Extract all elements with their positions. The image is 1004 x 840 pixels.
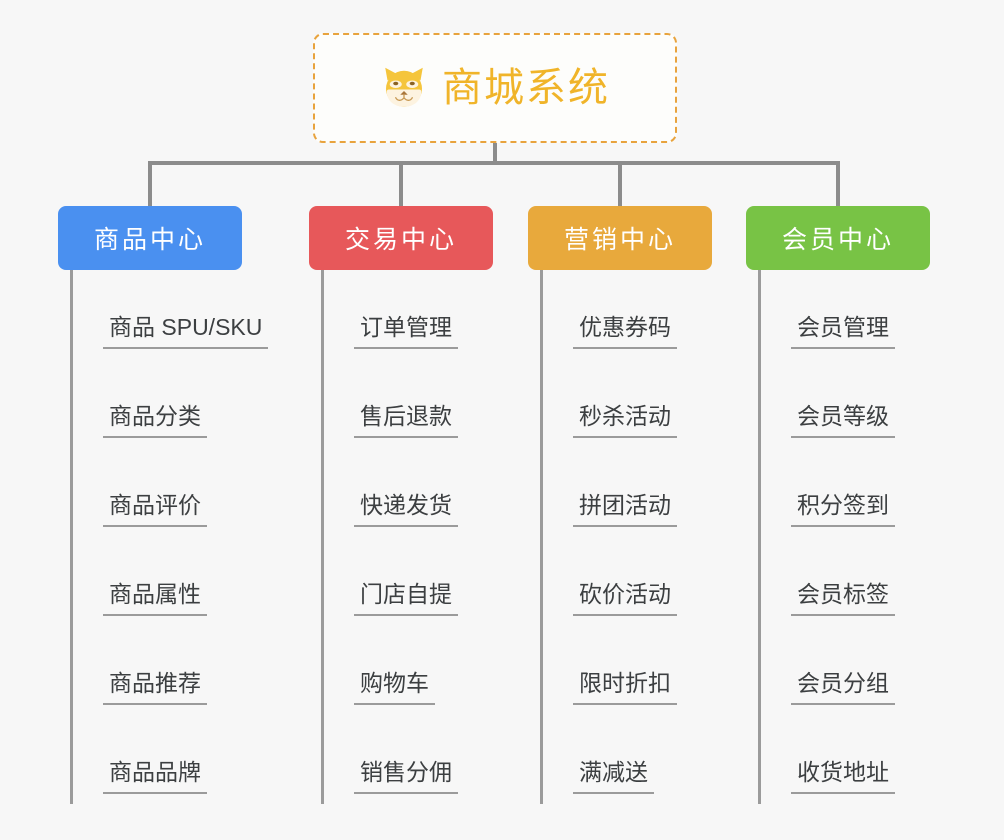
leaf-label: 销售分佣 xyxy=(354,759,458,794)
leaf-label: 秒杀活动 xyxy=(573,403,677,438)
list-item[interactable]: 商品品牌 xyxy=(73,715,242,804)
leaf-label: 商品推荐 xyxy=(103,670,207,705)
list-item[interactable]: 会员标签 xyxy=(761,537,930,626)
list-item[interactable]: 积分签到 xyxy=(761,448,930,537)
list-item[interactable]: 秒杀活动 xyxy=(543,359,712,448)
category-header-marketing[interactable]: 营销中心 xyxy=(528,206,712,270)
leaf-label: 拼团活动 xyxy=(573,492,677,527)
category-column-trade: 交易中心 订单管理 售后退款 快递发货 门店自提 购物车 销售分佣 xyxy=(309,206,493,804)
leaf-label: 收货地址 xyxy=(791,759,895,794)
list-item[interactable]: 满减送 xyxy=(543,715,712,804)
connector-drop-2 xyxy=(399,161,403,206)
leaf-label: 商品分类 xyxy=(103,403,207,438)
leaf-label: 会员标签 xyxy=(791,581,895,616)
list-item[interactable]: 订单管理 xyxy=(324,270,493,359)
category-header-trade[interactable]: 交易中心 xyxy=(309,206,493,270)
leaf-label: 会员等级 xyxy=(791,403,895,438)
list-item[interactable]: 优惠券码 xyxy=(543,270,712,359)
list-item[interactable]: 销售分佣 xyxy=(324,715,493,804)
list-item[interactable]: 商品评价 xyxy=(73,448,242,537)
leaf-label: 满减送 xyxy=(573,759,654,794)
category-title: 会员中心 xyxy=(781,226,894,254)
category-title: 营销中心 xyxy=(563,226,676,254)
leaf-list-marketing: 优惠券码 秒杀活动 拼团活动 砍价活动 限时折扣 满减送 xyxy=(540,270,712,804)
list-item[interactable]: 砍价活动 xyxy=(543,537,712,626)
leaf-label: 优惠券码 xyxy=(573,314,677,349)
category-header-member[interactable]: 会员中心 xyxy=(746,206,930,270)
list-item[interactable]: 商品分类 xyxy=(73,359,242,448)
category-column-marketing: 营销中心 优惠券码 秒杀活动 拼团活动 砍价活动 限时折扣 满减送 xyxy=(528,206,712,804)
connector-drop-3 xyxy=(618,161,622,206)
list-item[interactable]: 商品推荐 xyxy=(73,626,242,715)
list-item[interactable]: 限时折扣 xyxy=(543,626,712,715)
leaf-list-member: 会员管理 会员等级 积分签到 会员标签 会员分组 收货地址 xyxy=(758,270,930,804)
leaf-label: 快递发货 xyxy=(354,492,458,527)
leaf-list-trade: 订单管理 售后退款 快递发货 门店自提 购物车 销售分佣 xyxy=(321,270,493,804)
leaf-label: 门店自提 xyxy=(354,581,458,616)
connector-horizontal-bus xyxy=(148,161,840,165)
root-title: 商城系统 xyxy=(442,66,610,110)
list-item[interactable]: 售后退款 xyxy=(324,359,493,448)
list-item[interactable]: 商品 SPU/SKU xyxy=(73,270,269,359)
category-title: 交易中心 xyxy=(344,226,457,254)
list-item[interactable]: 收货地址 xyxy=(761,715,930,804)
category-title: 商品中心 xyxy=(93,226,206,254)
list-item[interactable]: 会员分组 xyxy=(761,626,930,715)
list-item[interactable]: 商品属性 xyxy=(73,537,242,626)
leaf-label: 商品品牌 xyxy=(103,759,207,794)
list-item[interactable]: 会员等级 xyxy=(761,359,930,448)
category-header-product[interactable]: 商品中心 xyxy=(58,206,242,270)
leaf-label: 会员管理 xyxy=(791,314,895,349)
connector-root-stem xyxy=(493,143,497,165)
leaf-label: 商品属性 xyxy=(103,581,207,616)
root-node[interactable]: 商城系统 xyxy=(313,33,677,143)
leaf-label: 积分签到 xyxy=(791,492,895,527)
leaf-label: 购物车 xyxy=(354,670,435,705)
connector-drop-1 xyxy=(148,161,152,206)
leaf-list-product: 商品 SPU/SKU 商品分类 商品评价 商品属性 商品推荐 商品品牌 xyxy=(70,270,269,804)
leaf-label: 商品 SPU/SKU xyxy=(103,314,269,349)
leaf-label: 订单管理 xyxy=(354,314,458,349)
leaf-label: 限时折扣 xyxy=(573,670,677,705)
connector-drop-4 xyxy=(836,161,840,206)
shiba-dog-icon xyxy=(385,67,423,107)
leaf-label: 商品评价 xyxy=(103,492,207,527)
leaf-label: 售后退款 xyxy=(354,403,458,438)
list-item[interactable]: 拼团活动 xyxy=(543,448,712,537)
leaf-label: 会员分组 xyxy=(791,670,895,705)
category-column-member: 会员中心 会员管理 会员等级 积分签到 会员标签 会员分组 收货地址 xyxy=(746,206,930,804)
list-item[interactable]: 快递发货 xyxy=(324,448,493,537)
leaf-label: 砍价活动 xyxy=(573,581,677,616)
list-item[interactable]: 门店自提 xyxy=(324,537,493,626)
list-item[interactable]: 购物车 xyxy=(324,626,493,715)
category-column-product: 商品中心 商品 SPU/SKU 商品分类 商品评价 商品属性 商品推荐 商品品牌 xyxy=(58,206,269,804)
list-item[interactable]: 会员管理 xyxy=(761,270,930,359)
